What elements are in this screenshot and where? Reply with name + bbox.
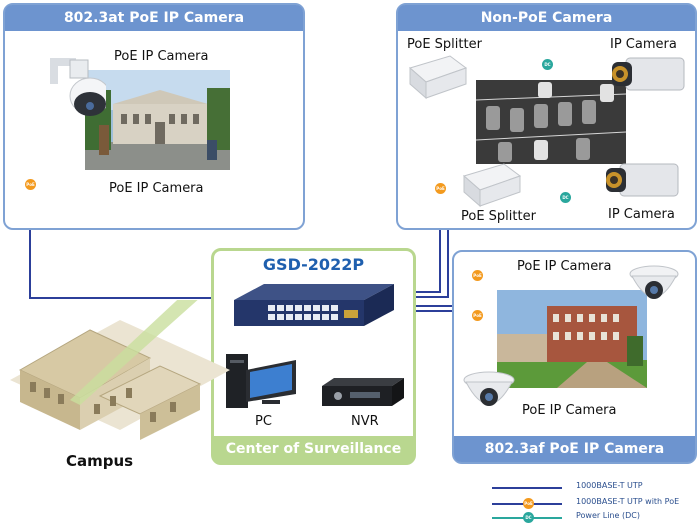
- poe-splitter-bottom-icon: [462, 162, 522, 208]
- camera-label-bottom: IP Camera: [608, 207, 675, 222]
- panel-title: Non-PoE Camera: [398, 5, 695, 31]
- box-camera-bottom-icon: [602, 158, 680, 202]
- poe-badge-icon: PoE: [523, 498, 534, 509]
- panel-title: Center of Surveillance: [214, 436, 413, 462]
- legend-label: 1000BASE-T UTP with PoE: [576, 497, 680, 506]
- nvr-icon: [322, 376, 404, 410]
- splitter-label-bottom: PoE Splitter: [461, 209, 536, 224]
- dome-camera-top-icon: [628, 262, 680, 310]
- box-camera-top-icon: [608, 52, 686, 96]
- campus-illustration: [0, 260, 230, 450]
- parking-photo: [476, 80, 626, 164]
- legend-label: 1000BASE-T UTP: [576, 481, 643, 490]
- ptz-camera-icon: [46, 46, 111, 122]
- poe-badge-icon: PoE: [472, 270, 483, 281]
- legend-label: Power Line (DC): [576, 511, 640, 520]
- poe-splitter-top-icon: [408, 54, 468, 100]
- building-photo: [497, 290, 647, 388]
- switch-icon: [234, 280, 394, 330]
- poe-badge-icon: PoE: [25, 179, 36, 190]
- camera-label-bottom: PoE IP Camera: [109, 181, 204, 196]
- dc-badge-icon: DC: [560, 192, 571, 203]
- campus-label: Campus: [66, 452, 134, 470]
- dc-badge-icon: DC: [542, 59, 553, 70]
- legend-line: [492, 487, 562, 489]
- poe-badge-icon: PoE: [472, 310, 483, 321]
- panel-title: 802.3at PoE IP Camera: [5, 5, 303, 31]
- pc-icon: [222, 350, 300, 412]
- camera-label-bottom: PoE IP Camera: [522, 403, 617, 418]
- dome-camera-bottom-icon: [462, 368, 516, 418]
- poe-badge-icon: PoE: [435, 183, 446, 194]
- pc-label: PC: [255, 414, 272, 429]
- nvr-label: NVR: [351, 414, 379, 429]
- camera-label-top: PoE IP Camera: [114, 49, 209, 64]
- switch-model-label: GSD-2022P: [262, 255, 365, 274]
- camera-label-top: IP Camera: [610, 37, 677, 52]
- campus-photo: [85, 70, 230, 170]
- splitter-label-top: PoE Splitter: [407, 37, 482, 52]
- panel-title: 802.3af PoE IP Camera: [454, 436, 695, 462]
- camera-label-top: PoE IP Camera: [517, 259, 612, 274]
- dc-badge-icon: DC: [523, 512, 534, 523]
